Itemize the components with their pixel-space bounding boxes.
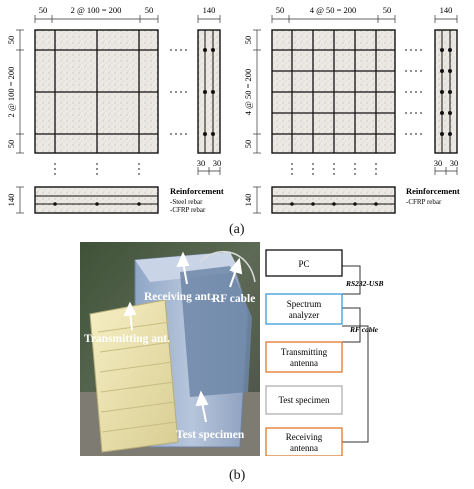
figure-a: 50 2 @ 100 = 200 50 50 2 @ 100 = 200 50: [6, 5, 460, 214]
right-side-bottom-dim-1: 30: [434, 158, 443, 168]
left-top-dimension: [34, 15, 159, 23]
test-setup-photo: Receiving ant. RF cable Transmitting ant…: [80, 242, 260, 456]
flow-box-transmitting-antenna: [265, 341, 343, 373]
flow-box-test-specimen-label: Test specimen: [278, 395, 330, 405]
flow-box-spectrum-line1: Spectrum: [287, 299, 322, 309]
measurement-flow-diagram: RS232-USB RF cable PC Spectrum analyzer …: [265, 249, 384, 456]
left-reinforcement-item-2: -CFRP rebar: [170, 206, 206, 214]
right-side-width-label: 140: [440, 5, 453, 15]
left-side-bottom-dim-1: 30: [197, 158, 206, 168]
left-slab-group: 50 2 @ 100 = 200 50 50 2 @ 100 = 200 50: [6, 5, 224, 214]
flow-box-pc: [265, 249, 343, 277]
left-side-bottom-dimension: [197, 167, 221, 175]
flow-box-spectrum-line2: analyzer: [289, 310, 319, 320]
right-rebar-grid: [272, 30, 395, 153]
right-side-rebars: [440, 30, 452, 153]
flow-box-pc-label: PC: [298, 259, 309, 269]
right-bottom-thickness-dimension: [253, 186, 261, 214]
left-reinforcement-title: Reinforcement: [170, 186, 224, 196]
flow-connectors: [342, 265, 369, 443]
left-top-dim-3: 50: [145, 5, 154, 15]
right-bottom-section: [271, 186, 396, 214]
right-top-dim-1: 50: [276, 5, 285, 15]
left-bottom-section: [34, 186, 159, 214]
label-transmitting-antenna: Transmitting ant.: [84, 333, 170, 345]
foam-ridges: [97, 321, 177, 433]
left-bottom-thickness-dimension: [16, 186, 24, 214]
left-top-dim-2: 2 @ 100 = 200: [71, 5, 122, 15]
right-side-dim-3: 50: [243, 140, 253, 149]
caption-a: (a): [229, 222, 245, 237]
left-rebar-grid: [35, 30, 158, 153]
flow-box-receiving-line2: antenna: [290, 443, 318, 453]
left-side-dim-3: 50: [6, 140, 16, 149]
label-receiving-antenna: Receiving ant.: [144, 291, 214, 303]
transmitting-antenna-foam: [89, 299, 179, 453]
flow-box-receiving-line1: Receiving: [286, 432, 323, 442]
left-reinforcement-item-1: -Steel rebar: [170, 198, 203, 206]
right-side-bottom-dimension: [434, 167, 458, 175]
flow-box-receiving-antenna: [265, 427, 343, 456]
flow-box-spectrum-analyzer: [265, 293, 343, 325]
left-side-section: [197, 29, 221, 154]
left-side-dim-1: 50: [6, 36, 16, 45]
right-side-section: [434, 29, 458, 154]
right-side-bottom-dim-2: 30: [450, 158, 459, 168]
flow-box-transmitting-line1: Transmitting: [281, 347, 328, 357]
left-side-rebars: [203, 30, 215, 153]
left-dashed-connectors: [54, 49, 188, 177]
rf-cable: [199, 251, 256, 283]
left-top-dim-1: 50: [39, 5, 48, 15]
caption-b: (b): [229, 468, 246, 483]
left-side-bottom-dim-2: 30: [213, 158, 222, 168]
right-side-dim-1: 50: [243, 36, 253, 45]
left-bottom-rebars: [35, 195, 158, 206]
right-top-dim-3: 50: [383, 5, 392, 15]
label-test-specimen: Test specimen: [176, 429, 245, 441]
right-side-width-dimension: [434, 15, 458, 23]
label-rf-cable: RF cable: [212, 293, 255, 305]
left-side-dim-2: 2 @ 100 = 200: [6, 67, 16, 118]
left-side-width-label: 140: [203, 5, 216, 15]
right-side-dimension: [253, 29, 261, 154]
flow-box-transmitting-line2: antenna: [290, 358, 318, 368]
photo-arrows: [123, 251, 243, 423]
link-label-rf-cable: RF cable: [349, 325, 379, 334]
right-reinforcement-item-1: -CFRP rebar: [406, 198, 442, 206]
receiving-antenna-body: [180, 266, 252, 397]
right-side-dim-2: 4 @ 50 = 200: [243, 69, 253, 116]
left-side-dimension: [16, 29, 24, 154]
right-dashed-connectors: [291, 49, 425, 177]
right-slab-group: 50 4 @ 50 = 200 50 50 4 @ 50 = 200 50: [243, 5, 460, 214]
flow-box-test-specimen: [265, 385, 343, 415]
left-bottom-thickness: 140: [6, 194, 16, 207]
right-bottom-rebars: [272, 195, 395, 206]
right-bottom-thickness: 140: [243, 194, 253, 207]
right-reinforcement-title: Reinforcement: [406, 186, 460, 196]
right-top-dimension: [271, 15, 396, 23]
left-side-width-dimension: [197, 15, 221, 23]
link-label-rs232: RS232-USB: [345, 279, 384, 288]
right-top-dim-2: 4 @ 50 = 200: [310, 5, 357, 15]
